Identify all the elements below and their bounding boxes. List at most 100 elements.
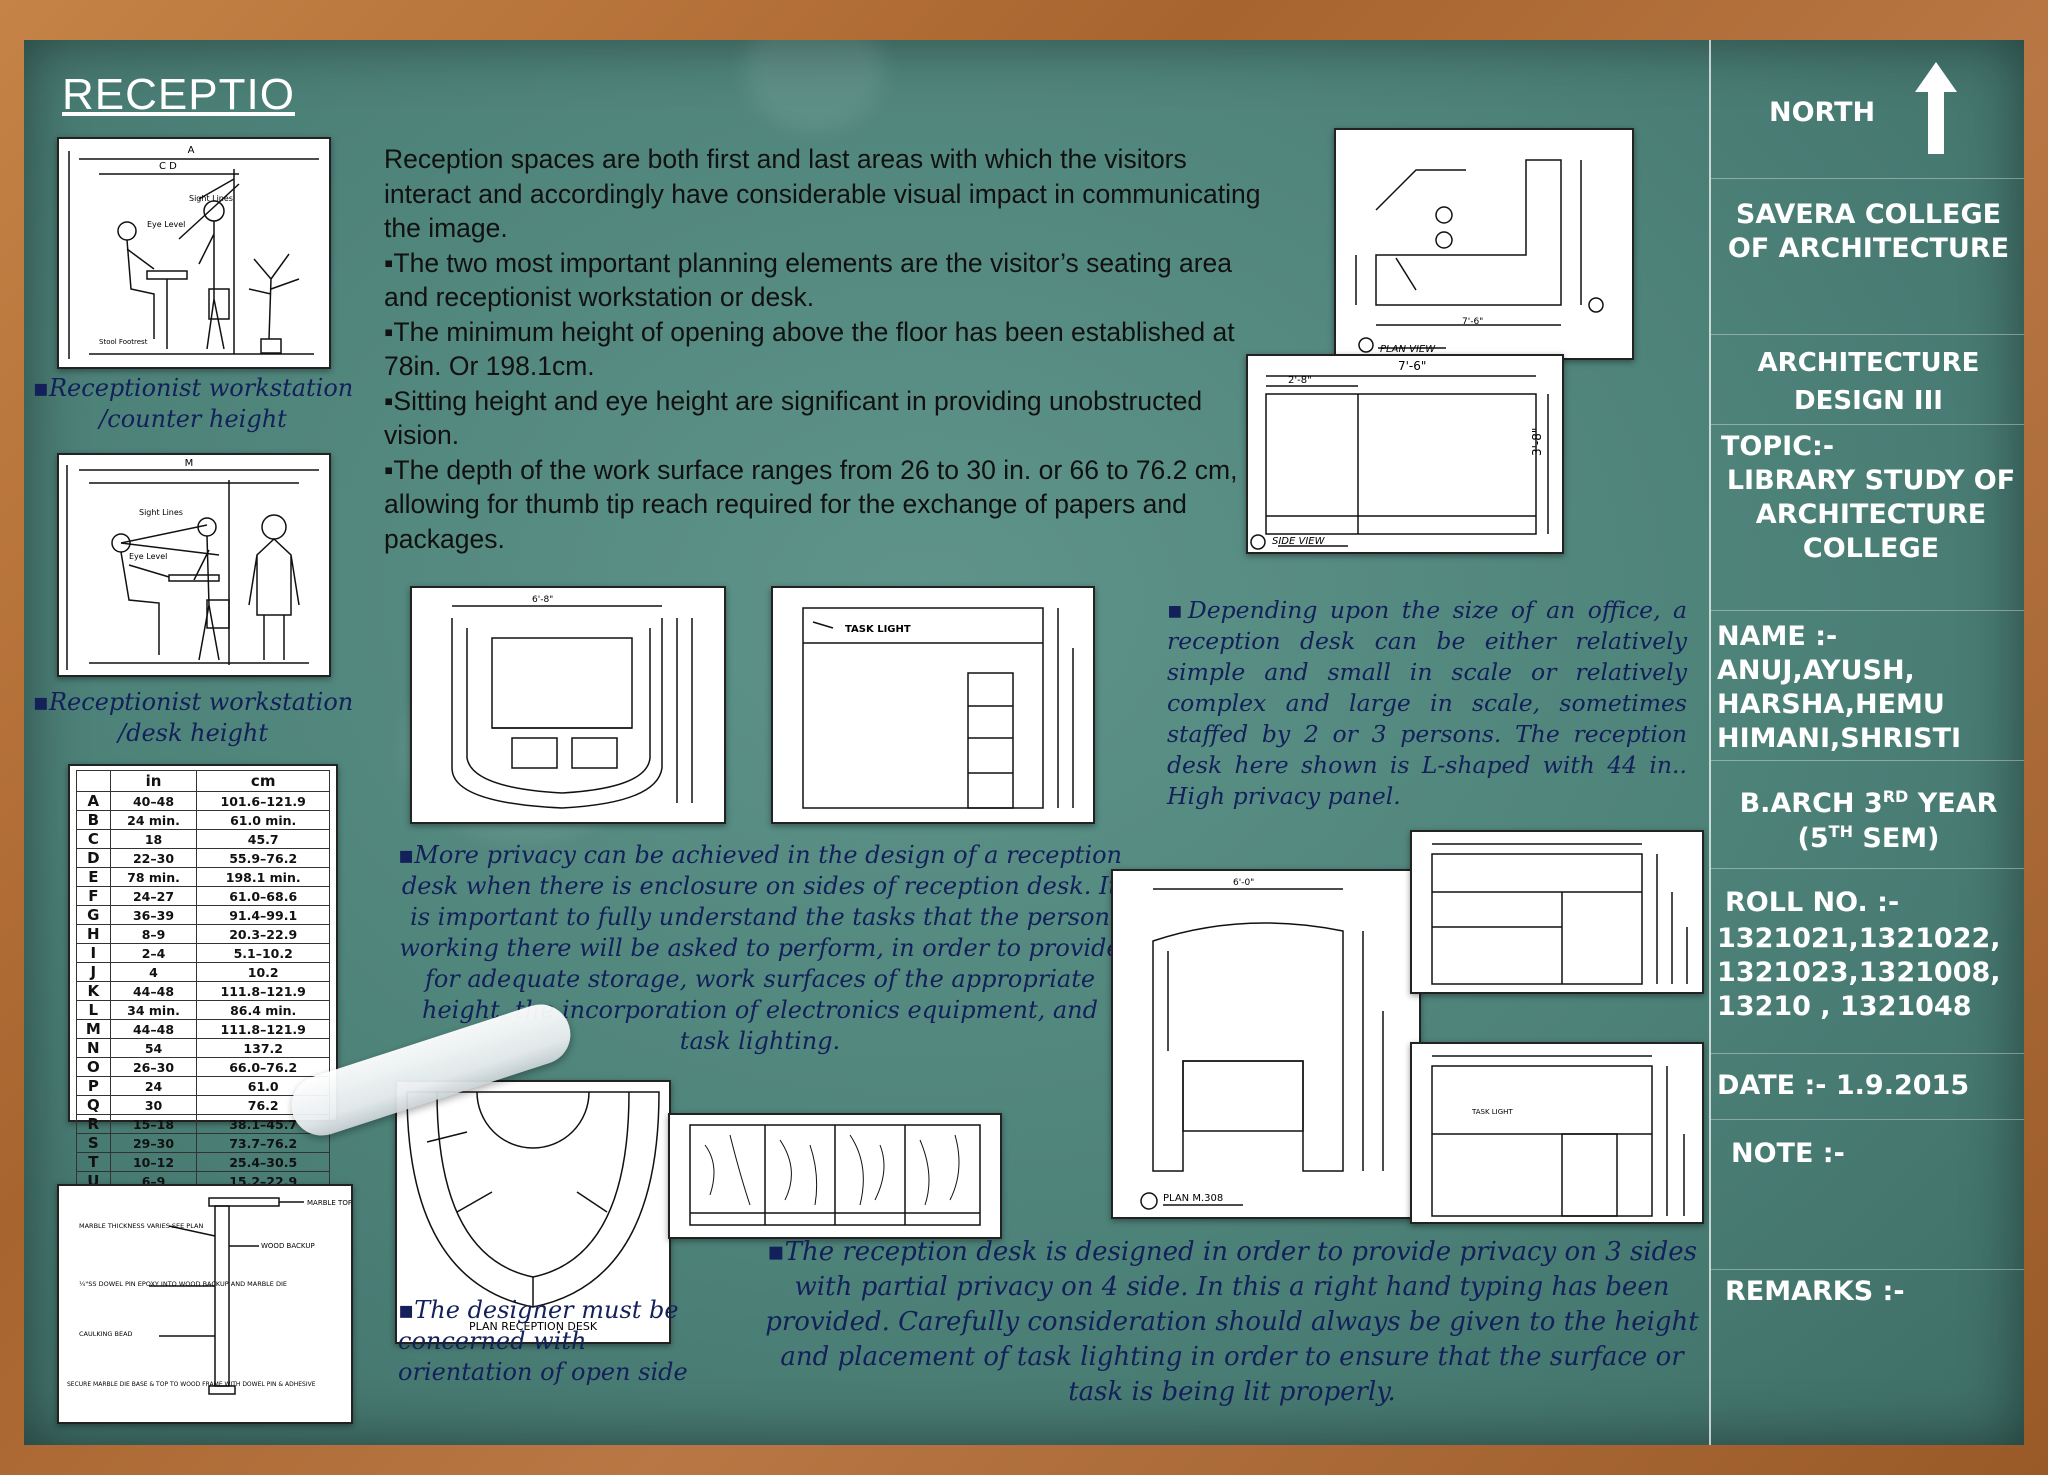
privacy-sides-caption: ▪The reception desk is designed in order… [765,1237,1699,1407]
table-cell: 45.7 [196,829,330,849]
table-cell: 15–18 [109,1114,198,1134]
year-cell: B.ARCH 3RD YEAR (5TH SEM) [1711,760,2024,869]
table-cell: 44–48 [109,981,198,1001]
svg-text:Sight Lines: Sight Lines [189,194,233,203]
north-cell: NORTH [1711,40,2024,179]
north-arrow-icon [1915,62,1957,154]
table-cell: 20.3–22.9 [196,924,330,944]
table-cell: 61.0–68.6 [196,886,330,906]
table-cell: 24–27 [109,886,198,906]
topic-cell: TOPIC:- LIBRARY STUDY OF ARCHITECTURE CO… [1711,424,2024,611]
table-cell: 61.0 min. [196,810,330,830]
table-cell: 36–39 [109,905,198,925]
table-cell: 24 [109,1076,198,1096]
task-surface-elevation-drawing: TASK LIGHT [1410,1042,1704,1224]
intro-paragraph: ▪Sitting height and eye height are signi… [384,385,1203,451]
svg-text:3'-8": 3'-8" [1530,428,1544,456]
table-cell: 2–4 [109,943,198,963]
row-letter: G [76,905,111,925]
plan-reception-desk-drawing: PLAN RECEPTION DESK [395,1080,671,1344]
row-letter: L [76,1000,111,1020]
roll-cell: ROLL NO. :- 1321021,1321022, 1321023,132… [1711,868,2024,1054]
row-letter: N [76,1038,111,1058]
svg-text:M: M [185,458,194,469]
table-header: cm [196,770,330,792]
college-name: SAVERA COLLEGE OF ARCHITECTURE [1727,199,2010,264]
table-cell: 111.8–121.9 [196,1019,330,1039]
title-block-sidebar: NORTH SAVERA COLLEGE OF ARCHITECTURE ARC… [1709,40,2024,1445]
chalk-smudge [744,40,884,130]
topic-text: LIBRARY STUDY OF ARCHITECTURE COLLEGE [1726,465,2016,564]
table-header [76,770,111,792]
svg-text:Stool Footrest: Stool Footrest [99,338,148,346]
task-light-elevation-drawing: TASK LIGHT [771,586,1095,824]
table-cell: 198.1 min. [196,867,330,887]
intro-text: Reception spaces are both first and last… [384,142,1264,556]
plan-m308-drawing: 6'-0" PLAN M.308 [1111,869,1421,1219]
date-cell: DATE :- 1.9.2015 [1711,1053,2024,1120]
table-cell: 25.4–30.5 [196,1152,330,1172]
table-cell: 111.8–121.9 [196,981,330,1001]
intro-paragraph: ▪The minimum height of opening above the… [384,316,1235,382]
svg-text:6'-0": 6'-0" [1233,878,1254,888]
svg-text:TASK LIGHT: TASK LIGHT [845,624,911,635]
note-cell: NOTE :- [1711,1119,2024,1270]
svg-text:SIDE VIEW: SIDE VIEW [1272,536,1326,547]
remarks-label: REMARKS :- [1725,1276,1905,1307]
table-cell: 137.2 [196,1038,330,1058]
names-cell: NAME :- ANUJ,AYUSH, HARSHA,HEMU HIMANI,S… [1711,610,2024,761]
table-cell: 18 [109,829,198,849]
names-line: HIMANI,SHRISTI [1717,723,1962,754]
college-cell: SAVERA COLLEGE OF ARCHITECTURE [1711,178,2024,335]
table-cell: 86.4 min. [196,1000,330,1020]
counter-height-caption: ▪Receptionist workstation /counter heigh… [32,374,354,433]
svg-text:2'-8": 2'-8" [1288,375,1312,386]
row-letter: R [76,1114,111,1134]
privacy-caption: ▪More privacy can be achieved in the des… [398,841,1122,1055]
date-text: DATE :- 1.9.2015 [1717,1070,1970,1101]
table-cell: 44–48 [109,1019,198,1039]
row-letter: H [76,924,111,944]
svg-text:Sight Lines: Sight Lines [139,508,183,517]
row-letter: D [76,848,111,868]
row-letter: K [76,981,111,1001]
north-label: NORTH [1769,97,1876,128]
table-cell: 26–30 [109,1057,198,1077]
row-letter: A [76,791,111,811]
table-cell: 10.2 [196,962,330,982]
row-letter: E [76,867,111,887]
note-label: NOTE :- [1731,1138,1845,1169]
svg-text:TASK LIGHT: TASK LIGHT [1471,1108,1513,1116]
topic-label: TOPIC:- [1721,431,1835,462]
row-letter: F [76,886,111,906]
row-letter: J [76,962,111,982]
svg-text:7'-6": 7'-6" [1462,317,1483,327]
svg-text:PLAN VIEW: PLAN VIEW [1380,344,1436,355]
chalkboard: RECEPTIO A C D Eye Level Sight Lines [24,40,2024,1445]
svg-text:Eye Level: Eye Level [129,552,167,561]
svg-text:PLAN RECEPTION DESK: PLAN RECEPTION DESK [469,1320,598,1333]
marble-elevation-drawing [668,1113,1002,1239]
roll-line: 1321021,1321022, [1717,923,2001,954]
row-letter: O [76,1057,111,1077]
table-cell: 55.9–76.2 [196,848,330,868]
intro-paragraph: ▪The depth of the work surface ranges fr… [384,454,1238,554]
table-cell: 10–12 [109,1152,198,1172]
office-size-caption: ▪Depending upon the size of an office, a… [1167,596,1687,810]
table-cell: 22–30 [109,848,198,868]
svg-text:A: A [188,145,195,156]
row-letter: P [76,1076,111,1096]
